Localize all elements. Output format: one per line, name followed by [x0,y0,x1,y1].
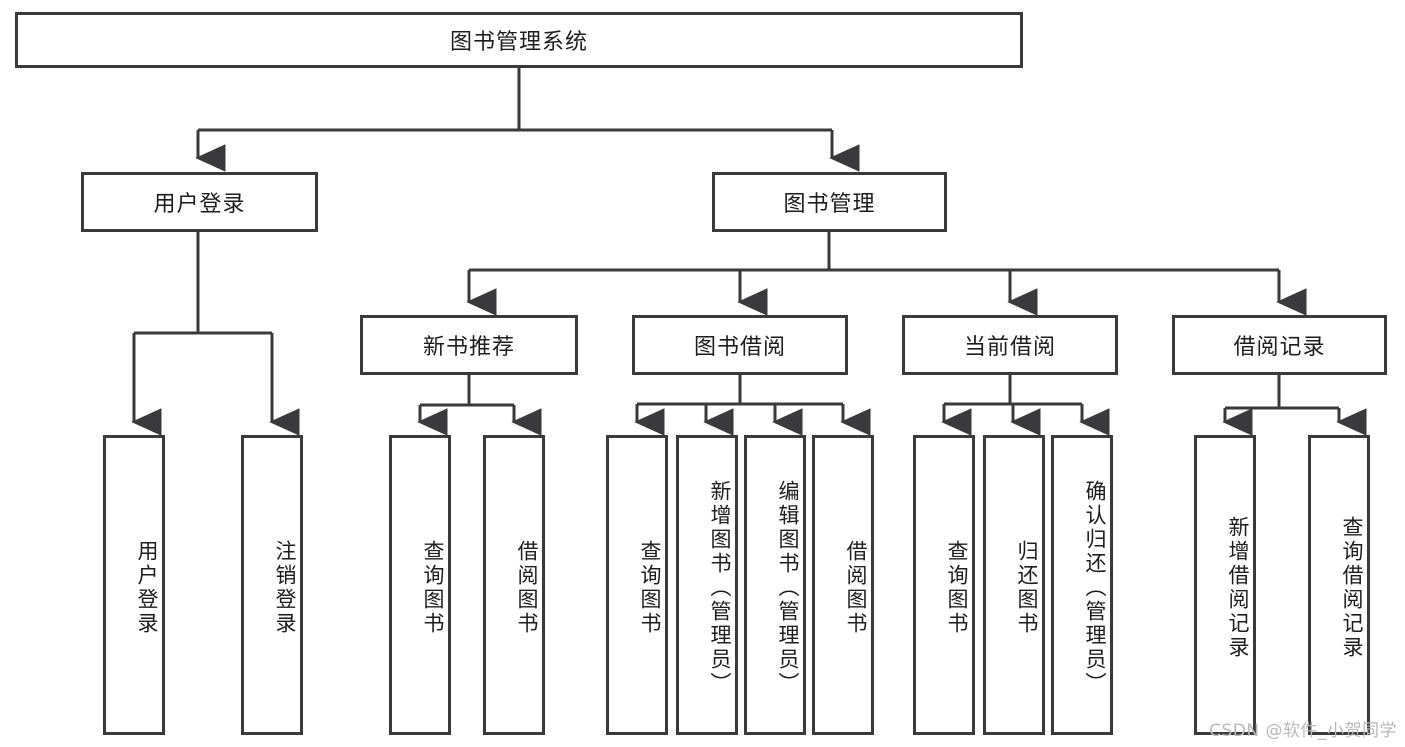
node-current-borrow[interactable]: 当前借阅 [902,315,1118,375]
leaf-borrow-book[interactable]: 借阅图书 [812,435,874,735]
node-new-book-recommend[interactable]: 新书推荐 [360,315,578,375]
leaf-add-borrow-record[interactable]: 新增借阅记录 [1194,435,1256,735]
leaf-logout[interactable]: 注销登录 [241,435,303,735]
leaf-query-book-current[interactable]: 查询图书 [913,435,975,735]
node-book-manage[interactable]: 图书管理 [712,172,947,232]
leaf-borrow-book-recommend[interactable]: 借阅图书 [483,435,545,735]
leaf-query-book-recommend[interactable]: 查询图书 [389,435,451,735]
leaf-query-book-borrow[interactable]: 查询图书 [606,435,668,735]
leaf-user-login[interactable]: 用户登录 [103,435,165,735]
node-book-borrow[interactable]: 图书借阅 [632,315,848,375]
watermark: CSDN @软件_小贺同学 [1209,721,1397,741]
node-root[interactable]: 图书管理系统 [15,12,1023,68]
node-user-login[interactable]: 用户登录 [81,172,318,232]
leaf-confirm-return[interactable]: 确认归还（管理员） [1051,435,1113,735]
leaf-return-book[interactable]: 归还图书 [983,435,1045,735]
node-borrow-record[interactable]: 借阅记录 [1172,315,1387,375]
leaf-query-borrow-record[interactable]: 查询借阅记录 [1308,435,1370,735]
leaf-edit-book[interactable]: 编辑图书（管理员） [744,435,806,735]
leaf-add-book[interactable]: 新增图书（管理员） [676,435,738,735]
